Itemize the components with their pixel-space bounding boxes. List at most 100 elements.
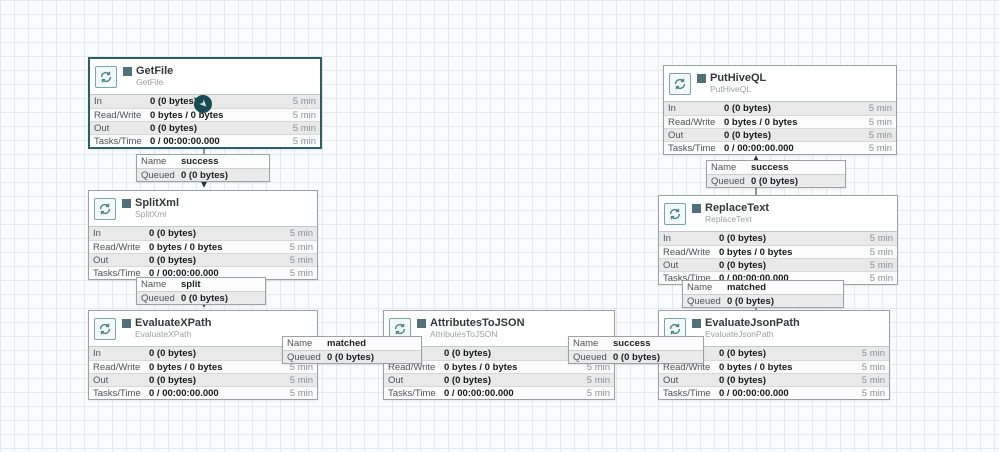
stat-value: 0 bytes / 0 bytes	[149, 241, 223, 253]
stat-value: 0 (0 bytes)	[149, 254, 196, 266]
stat-window: 5 min	[292, 135, 316, 147]
stat-value: 0 (0 bytes)	[719, 259, 766, 271]
stat-value: 0 (0 bytes)	[724, 103, 771, 114]
processor-title: EvaluateXPath	[135, 316, 212, 329]
processor-header: PutHiveQL PutHiveQL	[664, 66, 896, 102]
stat-label: Read/Write	[663, 361, 711, 373]
connection-queued-value: 0 (0 bytes)	[613, 351, 660, 363]
stat-label: Out	[94, 122, 110, 134]
stat-window: 5 min	[868, 129, 892, 141]
cursor-icon: ➤	[194, 95, 212, 113]
stat-value: 0 / 00:00:00.000	[149, 387, 219, 399]
connection-queued-value: 0 (0 bytes)	[751, 175, 798, 187]
connection-queued-key: Queued	[141, 169, 175, 181]
processor-type: EvaluateXPath	[135, 329, 192, 340]
stat-value: 0 / 00:00:00.000	[150, 135, 220, 147]
stat-value: 0 bytes / 0 bytes	[719, 246, 793, 258]
connection-name-key: Name	[687, 282, 713, 293]
stopped-icon	[122, 198, 131, 208]
processor-title: ReplaceText	[705, 201, 769, 214]
stat-label: Read/Write	[93, 361, 141, 373]
stat-value: 0 / 00:00:00.000	[444, 387, 514, 399]
stat-value: 0 (0 bytes)	[150, 122, 197, 134]
connection-name-value: split	[181, 279, 201, 290]
processor-title: GetFile	[136, 64, 174, 77]
stat-window: 5 min	[292, 122, 316, 134]
connection-name-value: success	[613, 338, 651, 349]
stat-row-readwrite: Read/Write 0 bytes / 0 bytes 5 min	[659, 360, 889, 373]
stat-label: Read/Write	[388, 361, 436, 373]
stat-value: 0 bytes / 0 bytes	[719, 361, 793, 373]
processor-stats: In 0 (0 bytes) 5 min Read/Write 0 bytes / 0…	[659, 232, 897, 284]
stat-label: Out	[663, 259, 679, 271]
stat-label: Out	[93, 254, 109, 266]
stat-window: 5 min	[289, 228, 313, 239]
stat-label: In	[93, 348, 101, 359]
stopped-icon	[417, 318, 426, 328]
stat-label: In	[663, 233, 671, 244]
stat-window: 5 min	[292, 96, 316, 107]
stat-value: 0 / 00:00:00.000	[724, 142, 794, 154]
processor-icon	[389, 317, 411, 340]
processor-header: EvaluateXPath EvaluateXPath	[89, 311, 317, 347]
processor-type: PutHiveQL	[710, 84, 752, 95]
stat-label: Out	[668, 129, 684, 141]
stat-window: 5 min	[868, 103, 892, 114]
stat-label: Tasks/Time	[94, 135, 142, 147]
stat-window: 5 min	[861, 361, 885, 373]
connection-queued-value: 0 (0 bytes)	[181, 292, 228, 304]
connection-queued-key: Queued	[711, 175, 745, 187]
stat-value: 0 (0 bytes)	[150, 96, 197, 107]
stopped-icon	[692, 203, 701, 213]
processor-icon	[95, 65, 117, 88]
stat-window: 5 min	[868, 142, 892, 154]
connection-name-key: Name	[141, 279, 167, 290]
stat-window: 5 min	[869, 233, 893, 244]
processor-title: SplitXml	[135, 196, 180, 209]
connection-name-key: Name	[711, 162, 737, 173]
processor-header: AttributesToJSON AttributesToJSON	[384, 311, 614, 347]
processor-icon	[94, 197, 116, 220]
connection-queued-value: 0 (0 bytes)	[727, 295, 774, 307]
stat-label: Read/Write	[663, 246, 711, 258]
stat-label: Tasks/Time	[93, 267, 141, 279]
stat-window: 5 min	[869, 272, 893, 284]
processor-header: SplitXml SplitXml	[89, 191, 317, 227]
stat-value: 0 (0 bytes)	[719, 374, 766, 386]
stat-window: 5 min	[861, 374, 885, 386]
processor-type: SplitXml	[135, 209, 167, 220]
connection-name-key: Name	[287, 338, 313, 349]
stat-row-out: Out 0 (0 bytes) 5 min	[90, 121, 320, 134]
connection-name-value: success	[181, 156, 219, 167]
stat-label: Out	[388, 374, 404, 386]
stat-window: 5 min	[289, 374, 313, 386]
connection-name-key: Name	[141, 156, 167, 167]
stopped-icon	[697, 73, 706, 83]
stat-window: 5 min	[586, 387, 610, 399]
connection-queued-value: 0 (0 bytes)	[327, 351, 374, 363]
